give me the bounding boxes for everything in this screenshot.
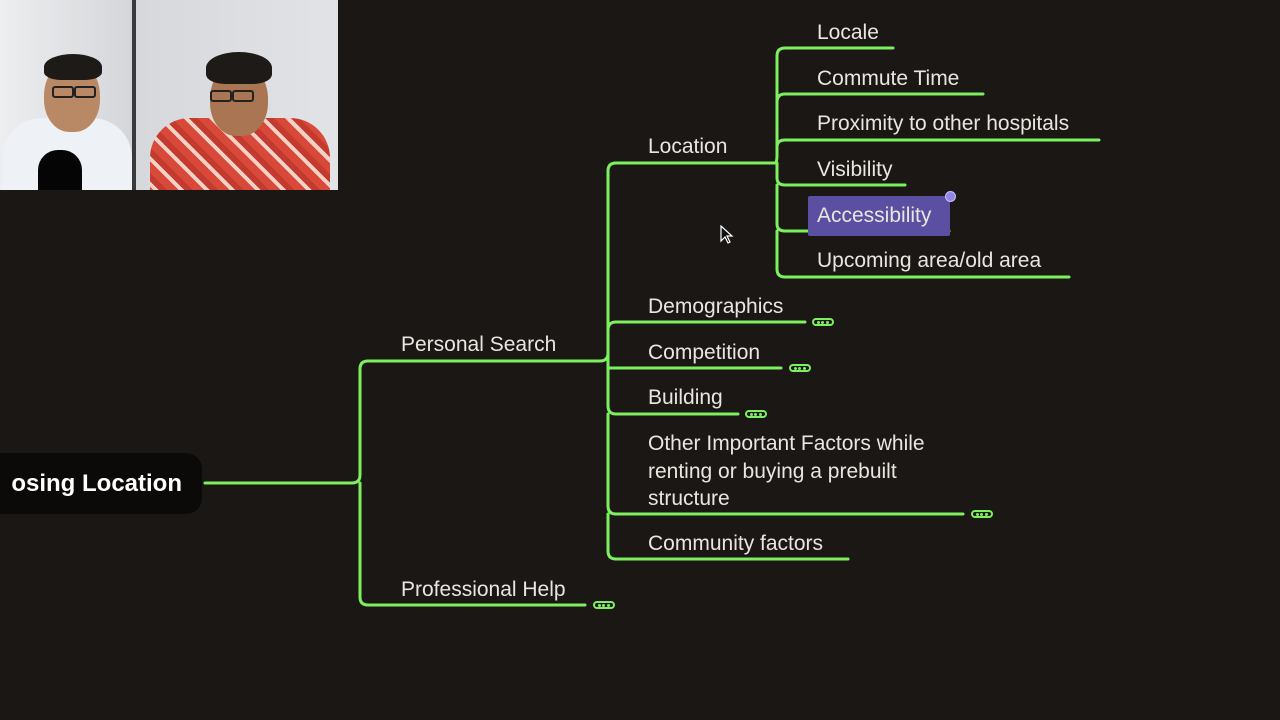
node-locale[interactable]: Locale — [817, 21, 879, 44]
expand-building-button[interactable] — [745, 410, 767, 418]
node-building[interactable]: Building — [648, 386, 723, 409]
node-other-important-factors[interactable]: Other Important Factors while renting or… — [648, 432, 925, 510]
node-visibility[interactable]: Visibility — [817, 158, 893, 181]
connector-accessibility — [775, 183, 951, 233]
webcam-video-overlay — [0, 0, 338, 190]
node-demographics[interactable]: Demographics — [648, 295, 784, 318]
participant-left — [0, 0, 132, 190]
connector-root-professional — [358, 481, 587, 607]
connector-root — [203, 359, 602, 485]
participant-right — [136, 0, 338, 190]
node-commute-time[interactable]: Commute Time — [817, 67, 960, 90]
connector-upcoming — [775, 229, 1071, 279]
connector-building — [606, 366, 740, 416]
connector-commute — [775, 92, 985, 104]
connector-demographics — [606, 320, 807, 363]
expand-competition-button[interactable] — [789, 364, 811, 372]
node-personal-search[interactable]: Personal Search — [401, 333, 557, 356]
connector-location — [598, 161, 777, 363]
selection-highlight — [808, 196, 950, 236]
connector-proximity — [775, 138, 1101, 149]
node-location[interactable]: Location — [648, 135, 728, 158]
connector-other — [606, 412, 965, 516]
mouse-cursor-icon — [720, 225, 734, 244]
node-proximity[interactable]: Proximity to other hospitals — [817, 112, 1070, 135]
webcam-divider — [132, 0, 136, 190]
root-node-choosing-location[interactable]: osing Location — [0, 453, 202, 514]
node-professional-help[interactable]: Professional Help — [401, 578, 566, 601]
expand-professional-help-button[interactable] — [593, 601, 615, 609]
node-accessibility[interactable]: Accessibility — [817, 204, 932, 227]
connector-visibility — [775, 161, 907, 187]
connector-community — [606, 512, 850, 561]
expand-demographics-button[interactable] — [812, 318, 834, 326]
node-competition[interactable]: Competition — [648, 341, 761, 364]
node-community-factors[interactable]: Community factors — [648, 532, 824, 555]
selection-handle[interactable] — [945, 191, 956, 202]
node-upcoming-area[interactable]: Upcoming area/old area — [817, 249, 1042, 272]
expand-other-factors-button[interactable] — [971, 510, 993, 518]
